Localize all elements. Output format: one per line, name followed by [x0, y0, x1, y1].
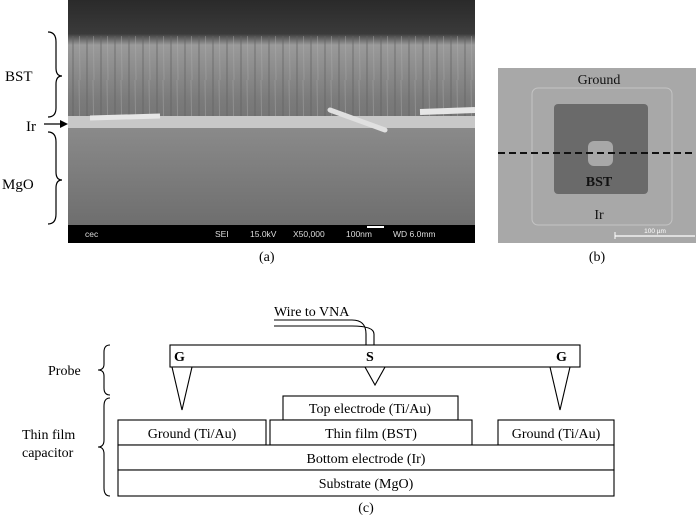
panel-b-image: 100 µm [498, 68, 696, 243]
caption-a: (a) [259, 250, 275, 265]
scale-label-b: 100 µm [644, 228, 666, 235]
bottom-electrode-label: Bottom electrode (Ir) [307, 452, 426, 467]
layer-top-electrode [282, 395, 459, 421]
probe-tip-left [171, 366, 193, 411]
brace-mgo [47, 131, 63, 225]
layer-ground-left [117, 419, 267, 446]
sem-mode: SEI [215, 229, 229, 239]
probe-bar [169, 344, 581, 368]
brace-capacitor [97, 397, 111, 497]
thin-film-label: Thin film (BST) [325, 427, 417, 442]
top-electrode-label: Top electrode (Ti/Au) [309, 402, 431, 417]
sem-info-bar [68, 225, 475, 243]
capacitor-label-line1: Thin film [22, 428, 75, 443]
pin-s: S [366, 350, 374, 365]
caption-b: (b) [589, 250, 606, 265]
panel-a-sem-image: cec SEI 15.0kV X50,000 100nm WD 6.0mm [68, 0, 476, 243]
wire-label: Wire to VNA [274, 305, 350, 320]
sem-scale-bar [367, 226, 384, 228]
sem-org: cec [85, 229, 99, 239]
layer-thin-film [269, 419, 473, 446]
sem-scale: 100nm [346, 229, 372, 239]
label-bst-b: BST [586, 175, 613, 190]
pin-g-right: G [556, 350, 567, 365]
probe-tip-right [549, 366, 571, 411]
probe-tip-center [364, 366, 386, 387]
brace-probe [97, 344, 111, 396]
substrate-label: Substrate (MgO) [319, 477, 414, 492]
sem-wd: WD 6.0mm [393, 229, 436, 239]
label-ir: Ir [26, 119, 36, 135]
ground-left-label: Ground (Ti/Au) [148, 427, 237, 442]
caption-c: (c) [358, 501, 374, 516]
ground-right-label: Ground (Ti/Au) [512, 427, 601, 442]
brace-bst [47, 31, 63, 118]
sem-voltage: 15.0kV [250, 229, 277, 239]
wire [274, 319, 375, 345]
label-ir-b: Ir [594, 208, 604, 223]
pin-g-left: G [174, 350, 185, 365]
arrow-icon [44, 120, 68, 128]
label-ground: Ground [578, 73, 621, 88]
sem-magnification: X50,000 [293, 229, 325, 239]
probe-label: Probe [48, 364, 81, 379]
label-bst: BST [5, 69, 33, 85]
label-mgo: MgO [2, 177, 34, 193]
capacitor-label-line2: capacitor [22, 446, 74, 461]
layer-substrate [117, 469, 615, 497]
